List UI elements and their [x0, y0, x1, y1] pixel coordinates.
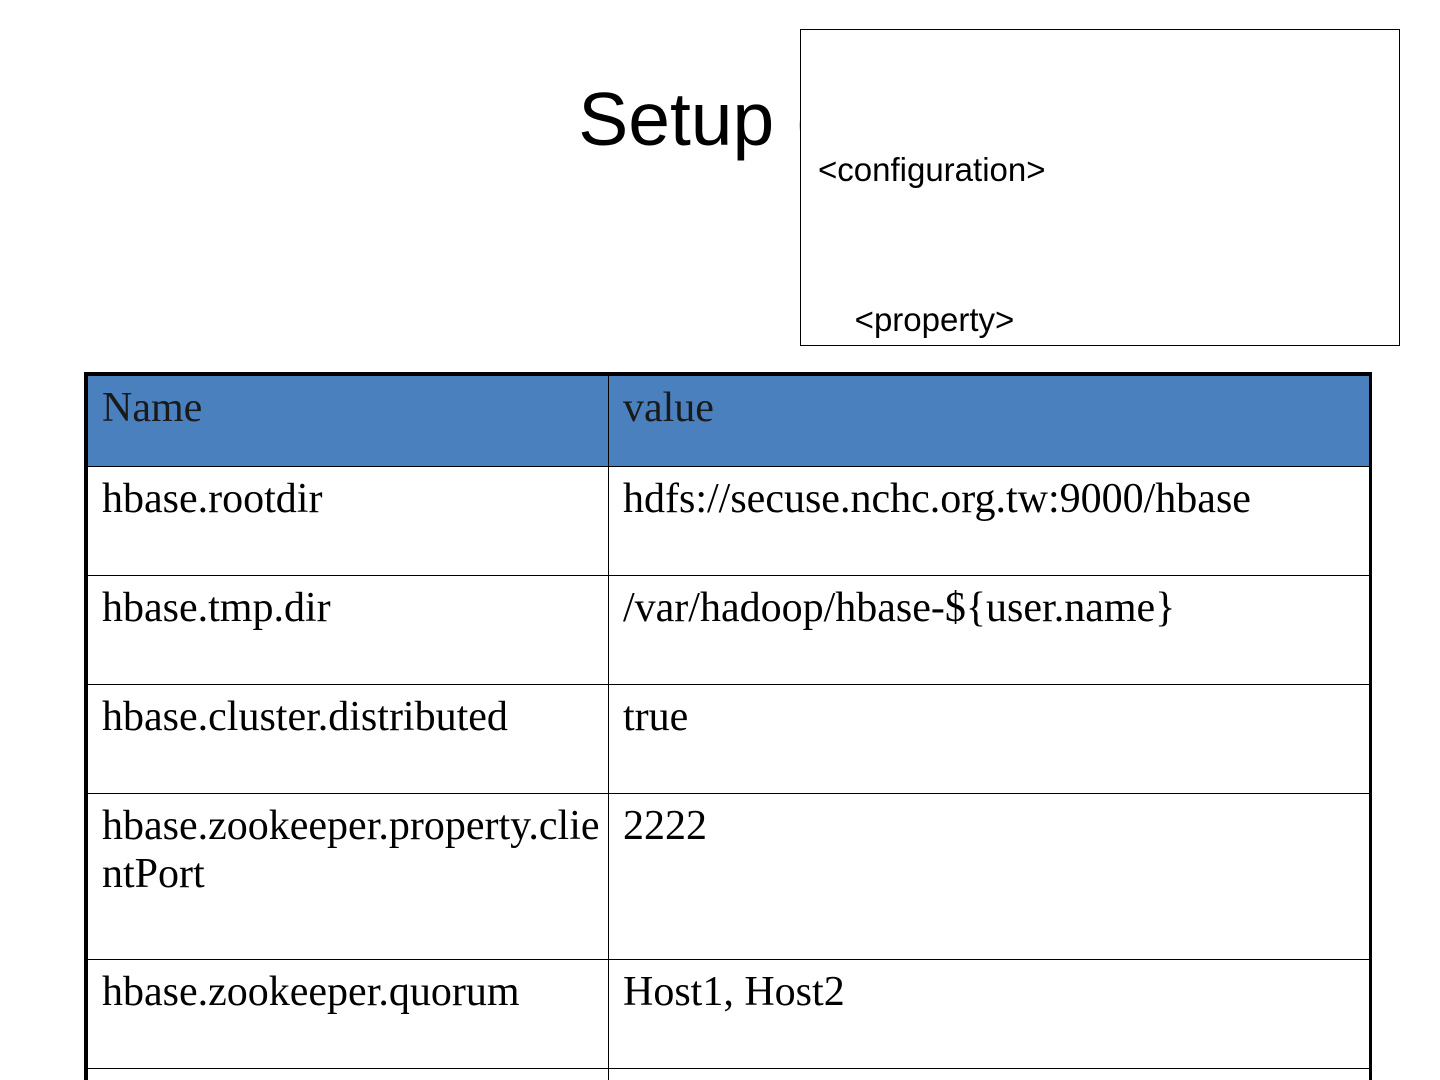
cell-property-name: hbase.cluster.distributed: [87, 684, 609, 794]
table-row: hbase.cluster.distributed true: [87, 684, 1370, 794]
cell-property-name: hbase.zookeeper.property.dataDir: [87, 1068, 609, 1080]
cell-property-value: true: [608, 684, 1370, 794]
properties-table-container: Name value hbase.rootdir hdfs://secuse.n…: [84, 372, 1372, 1080]
code-line-configuration-open: <configuration>: [818, 151, 1046, 188]
cell-property-value: Host1, Host2: [608, 959, 1370, 1069]
configuration-snippet-box: <configuration> <property> <name> name <…: [800, 29, 1400, 346]
table-header-row: Name value: [87, 375, 1370, 467]
table-row: hbase.tmp.dir /var/hadoop/hbase-${user.n…: [87, 575, 1370, 685]
properties-table: Name value hbase.rootdir hdfs://secuse.n…: [87, 375, 1370, 1080]
cell-property-name: hbase.zookeeper.quorum: [87, 959, 609, 1069]
column-header-name: Name: [87, 375, 609, 467]
cell-property-name: hbase.zookeeper.property.clientPort: [87, 793, 609, 960]
table-row: hbase.zookeeper.property.dataDir /var/ha…: [87, 1068, 1370, 1080]
configuration-code-block: <configuration> <property> <name> name <…: [801, 30, 1399, 345]
cell-property-name: hbase.rootdir: [87, 466, 609, 576]
table-row: hbase.rootdir hdfs://secuse.nchc.org.tw:…: [87, 466, 1370, 576]
code-line-property-open: <property>: [818, 301, 1015, 338]
table-row: hbase.zookeeper.property.clientPort 2222: [87, 793, 1370, 960]
cell-property-name: hbase.tmp.dir: [87, 575, 609, 685]
cell-property-value: hdfs://secuse.nchc.org.tw:9000/hbase: [608, 466, 1370, 576]
table-row: hbase.zookeeper.quorum Host1, Host2: [87, 959, 1370, 1069]
cell-property-value: 2222: [608, 793, 1370, 960]
column-header-value: value: [608, 375, 1370, 467]
cell-property-value: /var/hadoop/hbase-${user.name}: [608, 575, 1370, 685]
cell-property-value: /var/hadoop/hbase-data: [608, 1068, 1370, 1080]
